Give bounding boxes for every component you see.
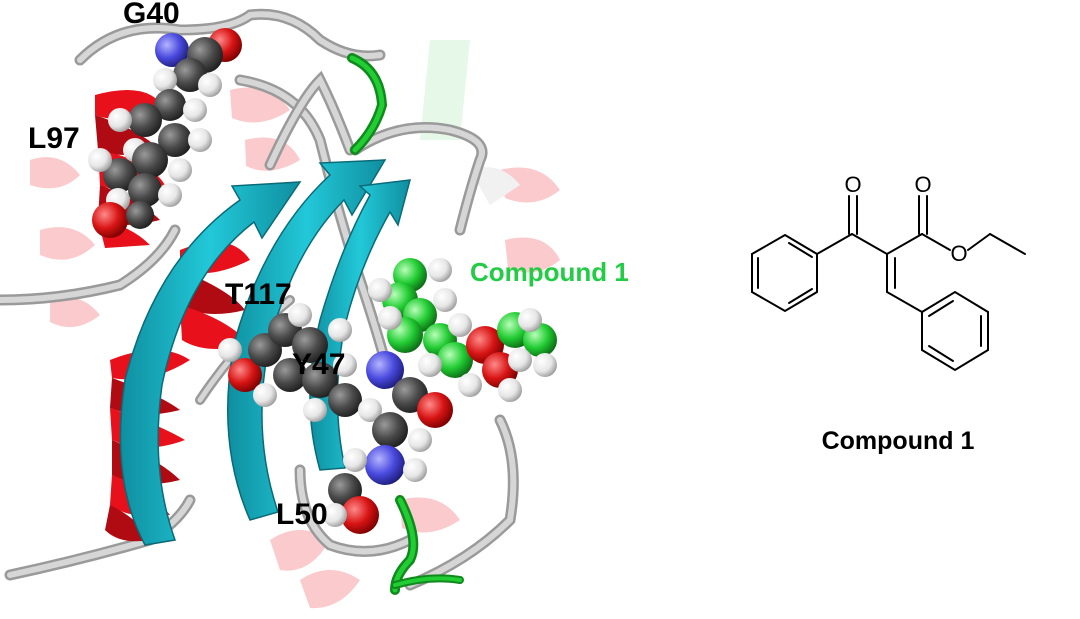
- right-phenyl-ring: [921, 290, 989, 372]
- residue-label-t117: T117: [225, 278, 292, 311]
- ester-carbonyl-oxygen-label: O: [914, 172, 931, 197]
- residue-g40-l97-spheres: [88, 28, 242, 238]
- ketone-oxygen-label: O: [844, 172, 861, 197]
- ketone-group: [816, 195, 888, 255]
- coil-loops: [0, 8, 519, 591]
- left-phenyl-ring: [751, 233, 818, 313]
- compound-1-ligand-spheres: [368, 258, 557, 402]
- alkene-ester-chain: [886, 195, 1026, 313]
- structure-caption: Compound 1: [822, 427, 975, 455]
- ester-oxygen-label: O: [950, 241, 967, 266]
- ligand-contact-loops: [347, 53, 464, 595]
- compound-1-structure-panel: [751, 195, 1026, 372]
- protein-ribbon-panel: G40 L97 T117 Y47 L50 Compound 1: [0, 0, 629, 609]
- residue-label-g40: G40: [123, 0, 180, 30]
- residue-label-l50: L50: [276, 498, 328, 531]
- residue-label-l97: L97: [28, 122, 80, 155]
- background-helices: [30, 40, 560, 609]
- residue-label-y47: Y47: [292, 348, 345, 381]
- ligand-label: Compound 1: [470, 257, 629, 287]
- residue-t117-y47-l50-spheres: [218, 303, 453, 534]
